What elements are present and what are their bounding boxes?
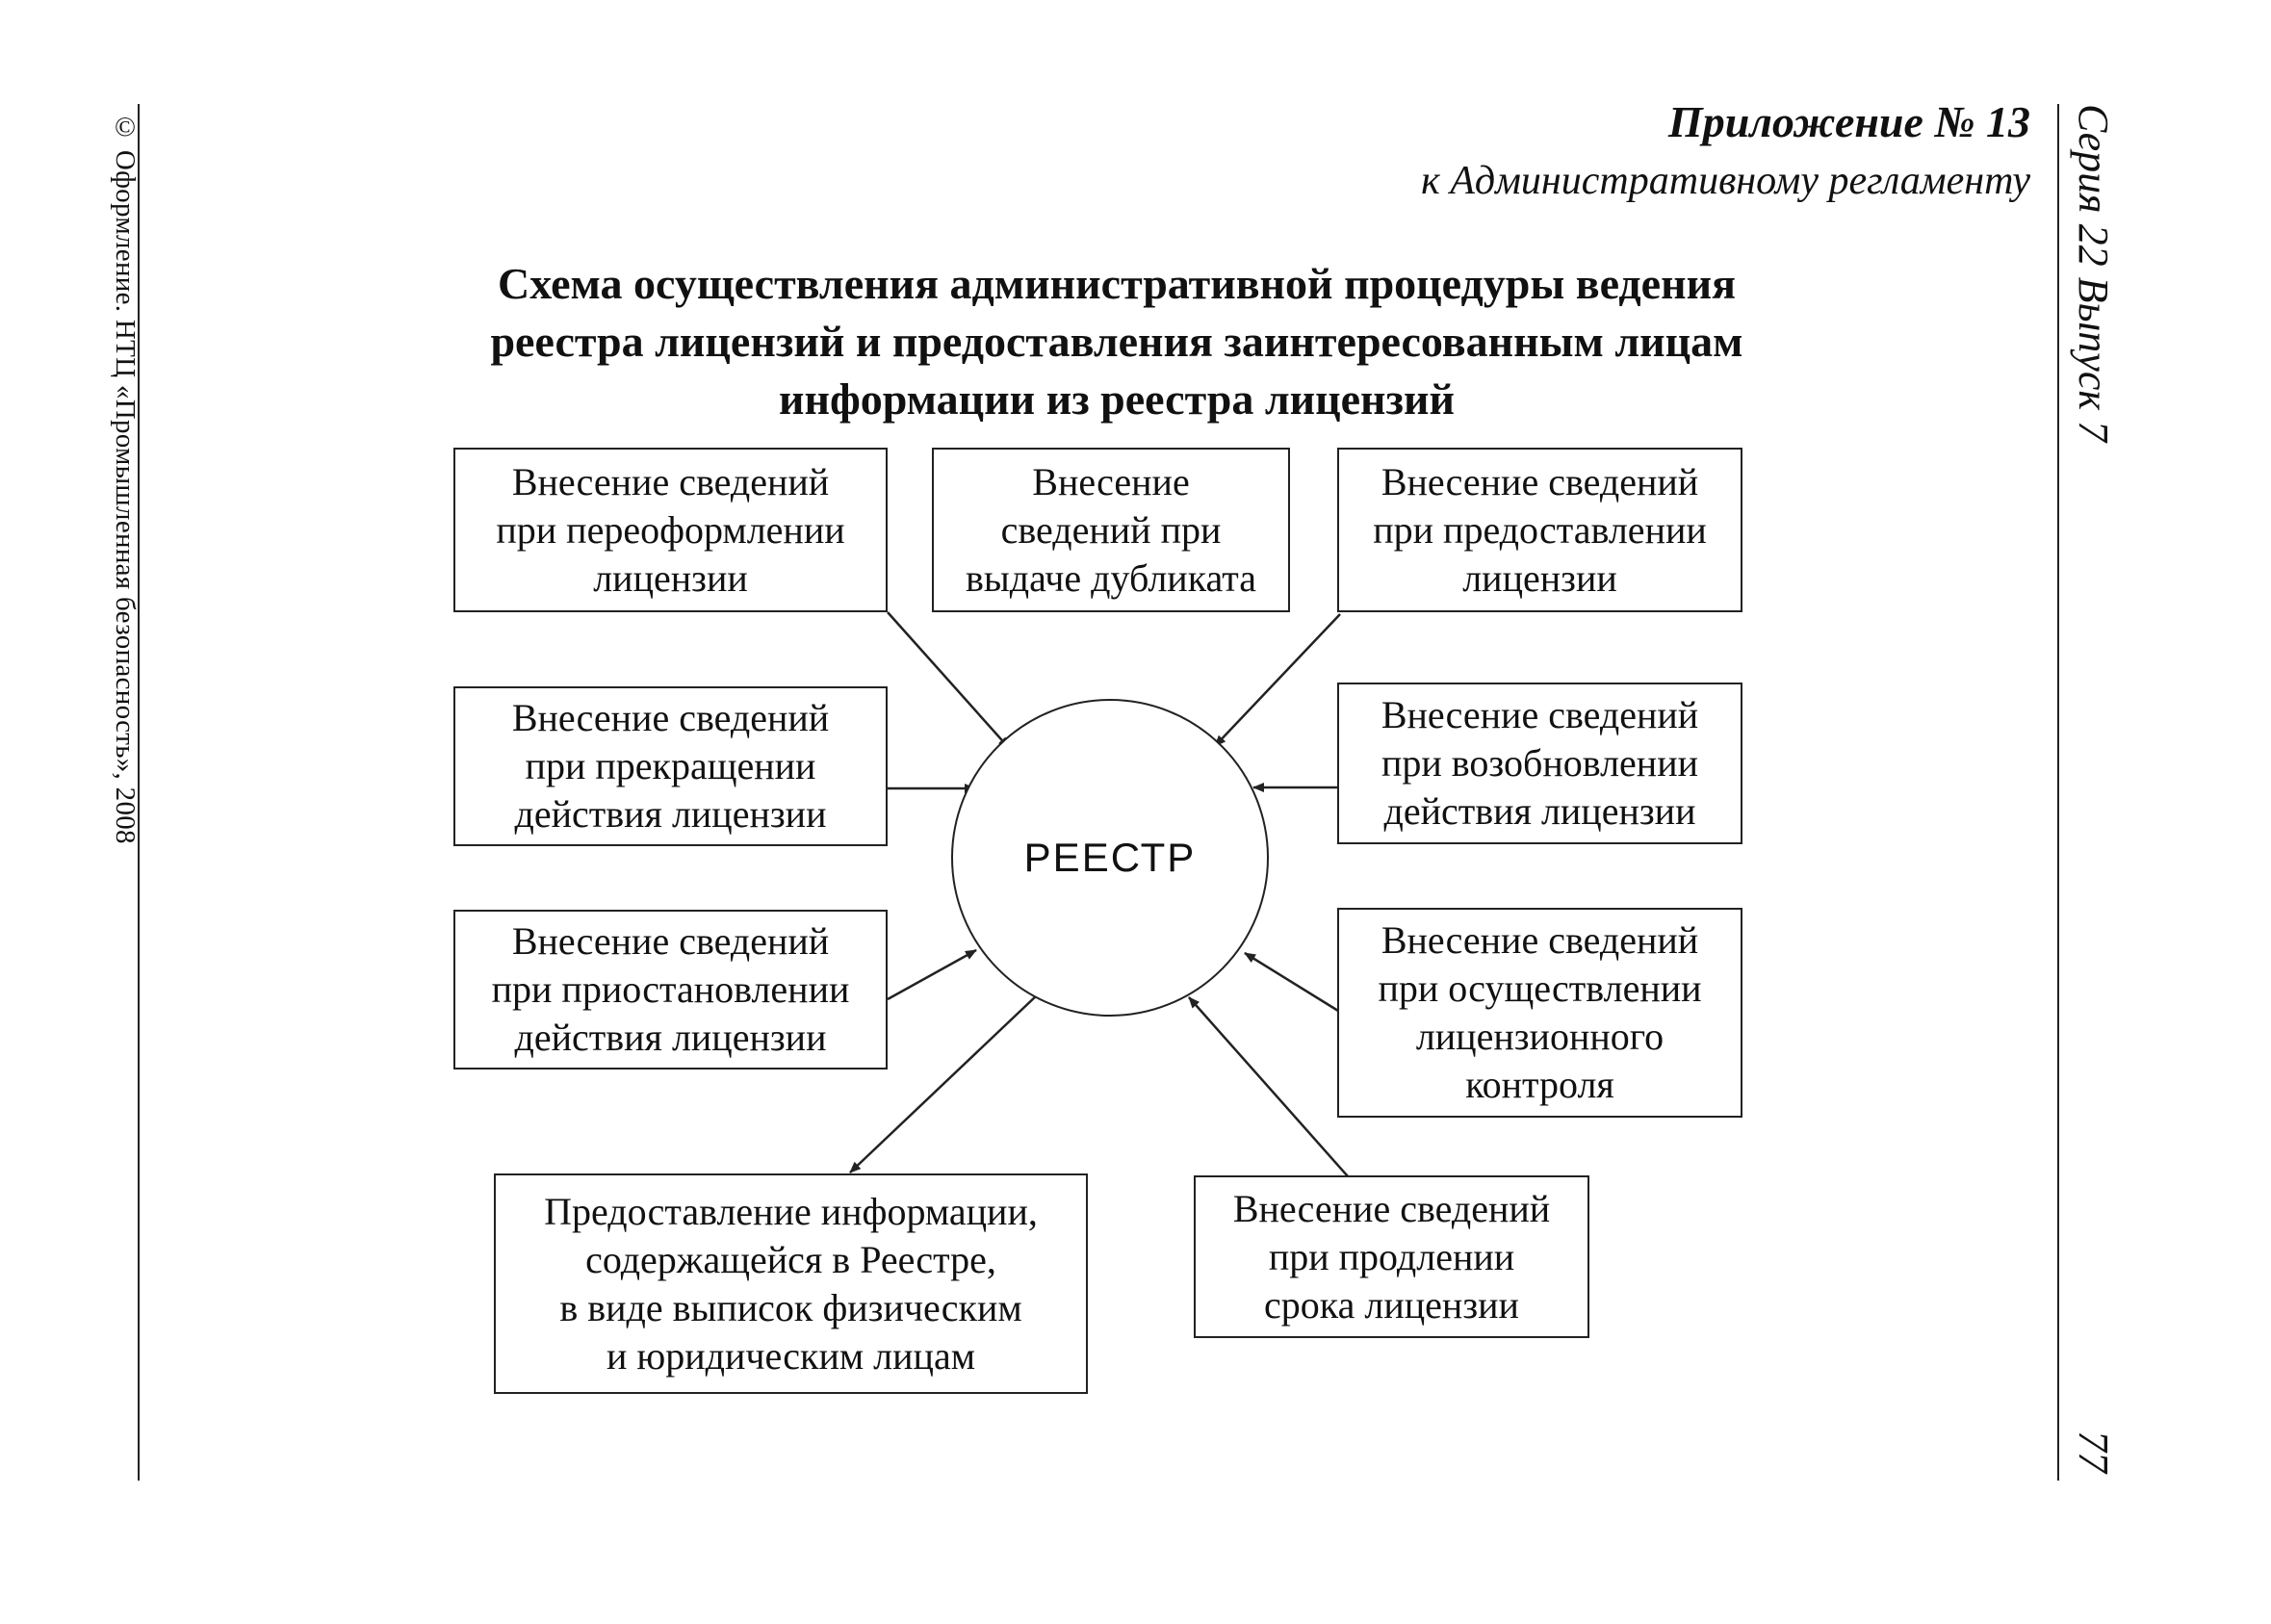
box-line: Внесение сведений [511, 459, 830, 503]
box-line: при продлении [1268, 1234, 1515, 1278]
box-line: Внесение [1032, 459, 1190, 503]
box-line: действия лицензии [514, 1016, 827, 1059]
box-line: лицензионного [1415, 1015, 1665, 1058]
box-line: Предоставление информации, [544, 1189, 1038, 1233]
page-number: 77 [2070, 1431, 2117, 1473]
title-line: Схема осуществления административной про… [498, 259, 1736, 308]
box-line: действия лицензии [1383, 789, 1696, 833]
box-line: Внесение сведений [1232, 1186, 1551, 1230]
box-granting: Внесение сведений при предоставлении лиц… [1337, 448, 1742, 612]
box-reissue: Внесение сведений при переоформлении лиц… [453, 448, 888, 612]
box-line: при возобновлении [1381, 741, 1699, 785]
arrow-granting [1214, 613, 1341, 747]
arrow-reissue [887, 611, 1010, 749]
box-line: при предоставлении [1373, 507, 1707, 552]
box-line: при осуществлении [1378, 967, 1702, 1010]
appendix-heading: Приложение № 13 [1667, 97, 2030, 146]
copyright-note: © Оформление. НТЦ «Промышленная безопасн… [110, 112, 141, 844]
box-line: лицензии [593, 555, 748, 600]
box-line: при приостановлении [491, 967, 850, 1011]
arrow-control [1244, 951, 1339, 1013]
box-termination: Внесение сведений при прекращении действ… [453, 686, 888, 846]
box-line: контроля [1465, 1063, 1614, 1106]
arrow-extension [1188, 996, 1349, 1177]
box-resumption: Внесение сведений при возобновлении дейс… [1337, 683, 1742, 844]
box-info: Предоставление информации, содержащейся … [494, 1173, 1088, 1394]
registry-circle: РЕЕСТР [951, 699, 1269, 1017]
box-line: действия лицензии [514, 792, 827, 836]
box-line: сведений при [1000, 507, 1222, 552]
arrow-info [849, 993, 1039, 1173]
box-line: в виде выписок физическим [559, 1285, 1022, 1329]
box-line: и юридическим лицам [606, 1333, 976, 1378]
right-margin-rule [2057, 104, 2059, 1481]
box-line: при переоформлении [496, 507, 845, 552]
arrow-suspension [887, 948, 977, 1001]
box-line: лицензии [1462, 555, 1617, 600]
series-label: Серия 22 Выпуск 7 [2070, 104, 2117, 442]
box-duplicate: Внесение сведений при выдаче дубликата [932, 448, 1290, 612]
diagram-title: Схема осуществления административной про… [452, 255, 1781, 428]
title-line: информации из реестра лицензий [778, 374, 1456, 424]
box-line: Внесение сведений [1381, 693, 1699, 736]
box-extension: Внесение сведений при продлении срока ли… [1194, 1175, 1589, 1338]
box-suspension: Внесение сведений при приостановлении де… [453, 910, 888, 1070]
box-line: при прекращении [525, 744, 816, 787]
box-control: Внесение сведений при осуществлении лице… [1337, 908, 1742, 1118]
appendix-subheading: к Административному регламенту [1421, 159, 2030, 203]
box-line: Внесение сведений [1381, 918, 1699, 962]
title-line: реестра лицензий и предоставления заинте… [490, 317, 1743, 366]
registry-label: РЕЕСТР [1023, 835, 1197, 880]
box-line: Внесение сведений [511, 919, 830, 963]
box-line: выдаче дубликата [966, 555, 1256, 600]
box-line: Внесение сведений [1381, 459, 1699, 503]
left-margin-rule [138, 104, 140, 1481]
box-line: Внесение сведений [511, 696, 830, 739]
box-line: срока лицензии [1264, 1282, 1519, 1327]
box-line: содержащейся в Реестре, [585, 1237, 996, 1281]
